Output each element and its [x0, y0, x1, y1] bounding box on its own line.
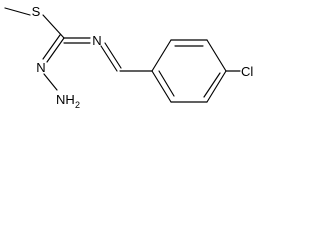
- chemical-structure-diagram: S N N NH 2 Cl: [4, 4, 253, 110]
- ring-bond-3: [206, 39, 227, 72]
- bond-imine-nitrogen-methine: [100, 45, 118, 72]
- amino-subscript-label: 2: [75, 100, 80, 110]
- ring-bond-6: [151, 70, 172, 103]
- imine-nitrogen-label: N: [92, 33, 101, 48]
- chlorine-label: Cl: [241, 64, 253, 79]
- bond-sulfur-carbon: [42, 14, 65, 39]
- bond-carbon-hydrazone-nitrogen: [46, 37, 65, 63]
- ring-inner-bond-left: [158, 70, 175, 97]
- hydrazone-nitrogen-label: N: [36, 60, 45, 75]
- bond-imine-nitrogen-methine-second: [104, 42, 122, 69]
- bond-nitrogen-amino: [43, 73, 58, 91]
- bond-carbon-hydrazone-nitrogen-second: [42, 34, 61, 60]
- bond-methyl-sulfur: [4, 7, 31, 16]
- ring-inner-bond-right: [203, 72, 221, 98]
- ring-bond-4: [206, 70, 227, 103]
- sulfur-label: S: [32, 4, 41, 19]
- amino-group-label: NH: [56, 92, 75, 107]
- ring-bond-1: [151, 39, 172, 72]
